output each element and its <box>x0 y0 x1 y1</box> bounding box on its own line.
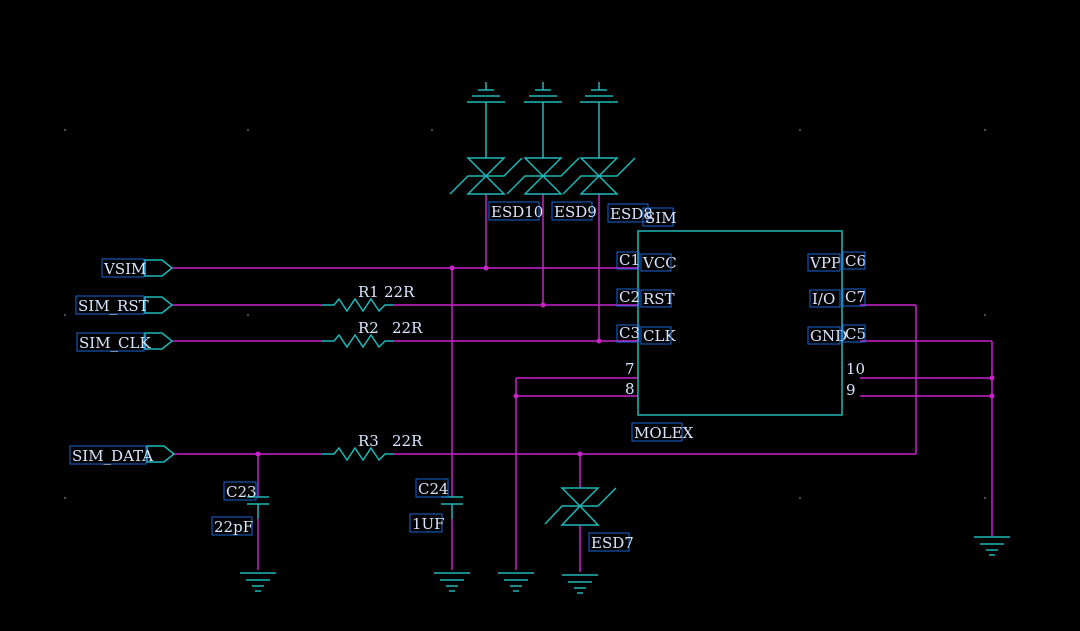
pin-num-c7: C7 <box>845 288 866 306</box>
ground-sim-gnd <box>974 536 1010 556</box>
pin-name-gnd: GND <box>810 327 847 345</box>
pin-num-c2: C2 <box>619 288 640 306</box>
esd9-label: ESD9 <box>554 203 597 221</box>
pin-num-c5: C5 <box>845 325 866 343</box>
esd7-label: ESD7 <box>591 534 634 552</box>
c23-value: 22pF <box>214 518 253 536</box>
resistor-r2: R2 22R <box>322 319 423 349</box>
junctions <box>255 265 995 457</box>
sim-connector: SIM MOLEX C1 VCC C2 RST C3 CLK 7 8 VPP C… <box>619 207 866 442</box>
ground-esd8 <box>580 82 618 120</box>
port-label-sim-rst: SIM_RST <box>78 297 149 315</box>
pin-name-vcc: VCC <box>642 254 677 272</box>
esd8-diode: ESD8 <box>562 120 653 223</box>
resistor-r3: R3 22R <box>322 432 423 462</box>
ground-esd10 <box>467 82 505 120</box>
capacitor-c23: C23 22pF <box>211 481 269 536</box>
r3-ref: R3 <box>358 432 379 450</box>
port-label-vsim: VSIM <box>103 260 146 278</box>
r1-ref: R1 <box>358 283 379 301</box>
ground-pin8 <box>498 572 534 592</box>
port-sim-clk: SIM_CLK <box>76 332 174 352</box>
r3-value: 22R <box>392 432 423 450</box>
esd9-diode: ESD9 <box>506 120 597 221</box>
resistor-r1: R1 22R <box>322 283 415 313</box>
sim-part: MOLEX <box>634 424 694 442</box>
c23-ref: C23 <box>226 483 257 501</box>
pin-num-10: 10 <box>846 360 865 378</box>
r2-ref: R2 <box>358 319 379 337</box>
ground-c24 <box>434 572 470 592</box>
r1-value: 22R <box>384 283 415 301</box>
c24-ref: C24 <box>418 480 449 498</box>
port-label-sim-data: SIM_DATA <box>72 447 153 465</box>
pin-name-clk: CLK <box>643 327 676 345</box>
grid-dots <box>64 129 986 499</box>
pin-num-9: 9 <box>846 381 856 399</box>
port-label-sim-clk: SIM_CLK <box>79 334 151 352</box>
pin-name-rst: RST <box>643 290 675 308</box>
ground-esd9 <box>524 82 562 120</box>
pin-num-c1: C1 <box>619 251 640 269</box>
pin-num-c6: C6 <box>845 252 866 270</box>
c24-value: 1UF <box>412 515 445 533</box>
esd10-diode: ESD10 <box>449 120 543 221</box>
esd8-label: ESD8 <box>610 205 653 223</box>
esd7-diode: ESD7 <box>544 487 634 552</box>
capacitor-c24: C24 1UF <box>409 478 463 533</box>
sim-ref: SIM <box>645 209 677 227</box>
esd10-label: ESD10 <box>491 203 543 221</box>
wires <box>172 194 993 572</box>
pin-name-vpp: VPP <box>809 254 841 272</box>
port-sim-data: SIM_DATA <box>69 445 176 465</box>
pin-num-8: 8 <box>625 380 635 398</box>
pin-num-7: 7 <box>625 360 635 378</box>
pin-name-io: I/O <box>812 290 835 308</box>
pin-num-c3: C3 <box>619 324 640 342</box>
pin-label-frames <box>616 251 866 345</box>
r2-value: 22R <box>392 319 423 337</box>
port-sim-rst: SIM_RST <box>75 295 174 315</box>
ground-esd7 <box>562 574 598 594</box>
port-vsim: VSIM <box>101 258 174 278</box>
ground-c23 <box>240 572 276 592</box>
